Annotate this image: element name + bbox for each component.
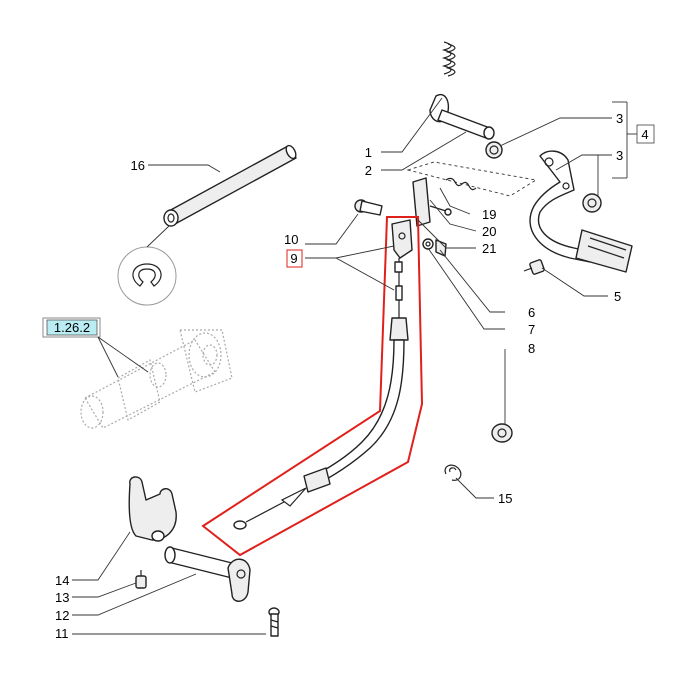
- stop-part: [523, 259, 545, 275]
- bushing-lower: [582, 193, 602, 213]
- callout-3-upper: 3: [616, 111, 623, 126]
- callout-1: 1: [365, 145, 372, 160]
- leader-lines: [72, 97, 638, 635]
- bushing-8: [491, 423, 513, 443]
- screw-13: [135, 570, 147, 589]
- callout-labels: 1 2 3 3 4 5 6 7 8 9 10 11 12 13 14 15 16…: [55, 111, 655, 641]
- callout-8: 8: [528, 341, 535, 356]
- callout-19: 19: [482, 207, 496, 222]
- reference-box[interactable]: 1.26.2: [42, 317, 149, 378]
- lever-shaft-part: [164, 546, 251, 602]
- pin-part: [354, 199, 383, 216]
- callout-12: 12: [55, 608, 69, 623]
- spring-part: [441, 41, 456, 77]
- reference-label: 1.26.2: [54, 320, 90, 335]
- tube-part: [163, 144, 297, 227]
- clip-detail: [117, 225, 177, 306]
- callout-7: 7: [528, 322, 535, 337]
- cable-fork-part: [391, 219, 413, 259]
- callout-10: 10: [284, 232, 298, 247]
- callout-9: 9: [286, 249, 303, 268]
- pedal-part: [529, 150, 633, 273]
- reference-ghost-assembly: [80, 329, 233, 429]
- shaft-part: [429, 93, 495, 140]
- callout-20: 20: [482, 224, 496, 239]
- bushing-upper: [485, 141, 503, 159]
- callout-6: 6: [528, 305, 535, 320]
- clip-15: [444, 464, 462, 481]
- callout-21: 21: [482, 241, 496, 256]
- callout-15: 15: [498, 491, 512, 506]
- spring-assembly: [406, 161, 538, 227]
- callout-4: 4: [636, 124, 655, 144]
- cable-part: [233, 258, 409, 530]
- callout-5: 5: [614, 289, 621, 304]
- callout-3-lower: 3: [616, 148, 623, 163]
- screw-11: [268, 607, 280, 637]
- callout-2: 2: [365, 163, 372, 178]
- callout-4-text: 4: [641, 127, 648, 142]
- callout-13: 13: [55, 590, 69, 605]
- callout-16: 16: [131, 158, 145, 173]
- cable-highlight-outline: [201, 216, 424, 557]
- callout-9-text: 9: [290, 251, 297, 266]
- callout-14: 14: [55, 573, 69, 588]
- shift-fork-part: [128, 476, 177, 542]
- callout-11: 11: [55, 626, 69, 641]
